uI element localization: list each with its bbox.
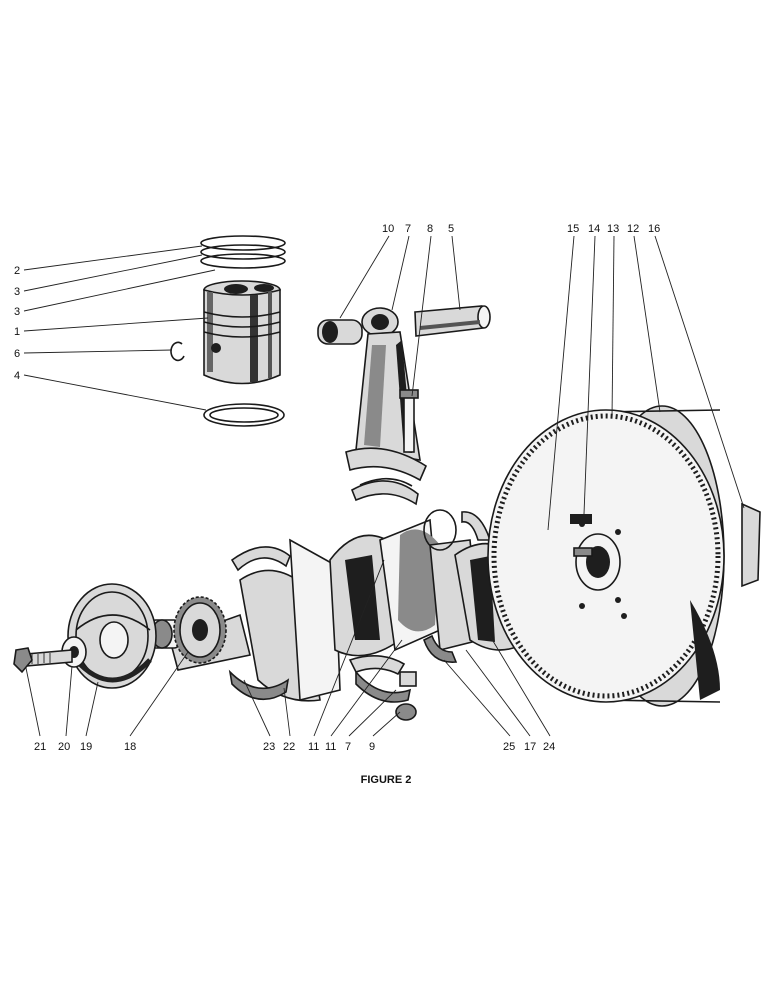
callout-8: 8	[427, 223, 433, 235]
callout-labels: 2 3 3 1 6 4 10 7 8 5 15 14 13 12 16 21 2…	[14, 223, 660, 753]
callout-4: 4	[14, 370, 20, 382]
centre-bearing-shells	[348, 655, 417, 703]
callout-14: 14	[588, 223, 600, 235]
callout-7: 7	[405, 223, 411, 235]
callout-2: 2	[14, 265, 20, 277]
oil-control-ring	[203, 403, 285, 427]
flywheel-bolts	[570, 514, 593, 557]
lock-plate	[741, 502, 761, 588]
callout-16: 16	[648, 223, 660, 235]
callout-11: 11	[308, 741, 319, 753]
callout-6: 6	[14, 348, 20, 360]
callout-9: 9	[369, 741, 375, 753]
callout-20: 20	[58, 741, 70, 753]
pulley-bolt	[13, 647, 73, 674]
callout-23: 23	[263, 741, 275, 753]
connecting-rod	[317, 307, 428, 482]
gudgeon-pin-circlip	[170, 341, 185, 362]
callout-10: 10	[382, 223, 394, 235]
callout-18: 18	[124, 741, 136, 753]
crankshaft-pulley	[67, 583, 157, 689]
callout-3: 3	[14, 306, 20, 318]
piston-rings-top	[200, 235, 286, 269]
callout-17: 17	[524, 741, 536, 753]
callout-15: 15	[567, 223, 579, 235]
callout-1: 1	[14, 326, 20, 338]
flywheel	[487, 405, 725, 707]
callout-5: 5	[448, 223, 454, 235]
figure-caption: FIGURE 2	[361, 774, 412, 786]
callout-11: 11	[325, 741, 336, 753]
callout-19: 19	[80, 741, 92, 753]
callout-25: 25	[503, 741, 515, 753]
connecting-rod-cap	[350, 477, 419, 506]
callout-24: 24	[543, 741, 555, 753]
thrust-washers	[423, 509, 492, 663]
callout-12: 12	[627, 223, 639, 235]
callout-22: 22	[283, 741, 295, 753]
timing-gear	[173, 596, 227, 664]
leader-lines	[23, 235, 745, 737]
callout-13: 13	[607, 223, 619, 235]
piston	[203, 280, 281, 385]
callout-21: 21	[34, 741, 46, 753]
callout-3: 3	[14, 286, 20, 298]
main-bearing-shells-front	[228, 546, 291, 701]
callout-7: 7	[345, 741, 351, 753]
nut	[395, 703, 417, 721]
gudgeon-pin	[414, 305, 491, 337]
